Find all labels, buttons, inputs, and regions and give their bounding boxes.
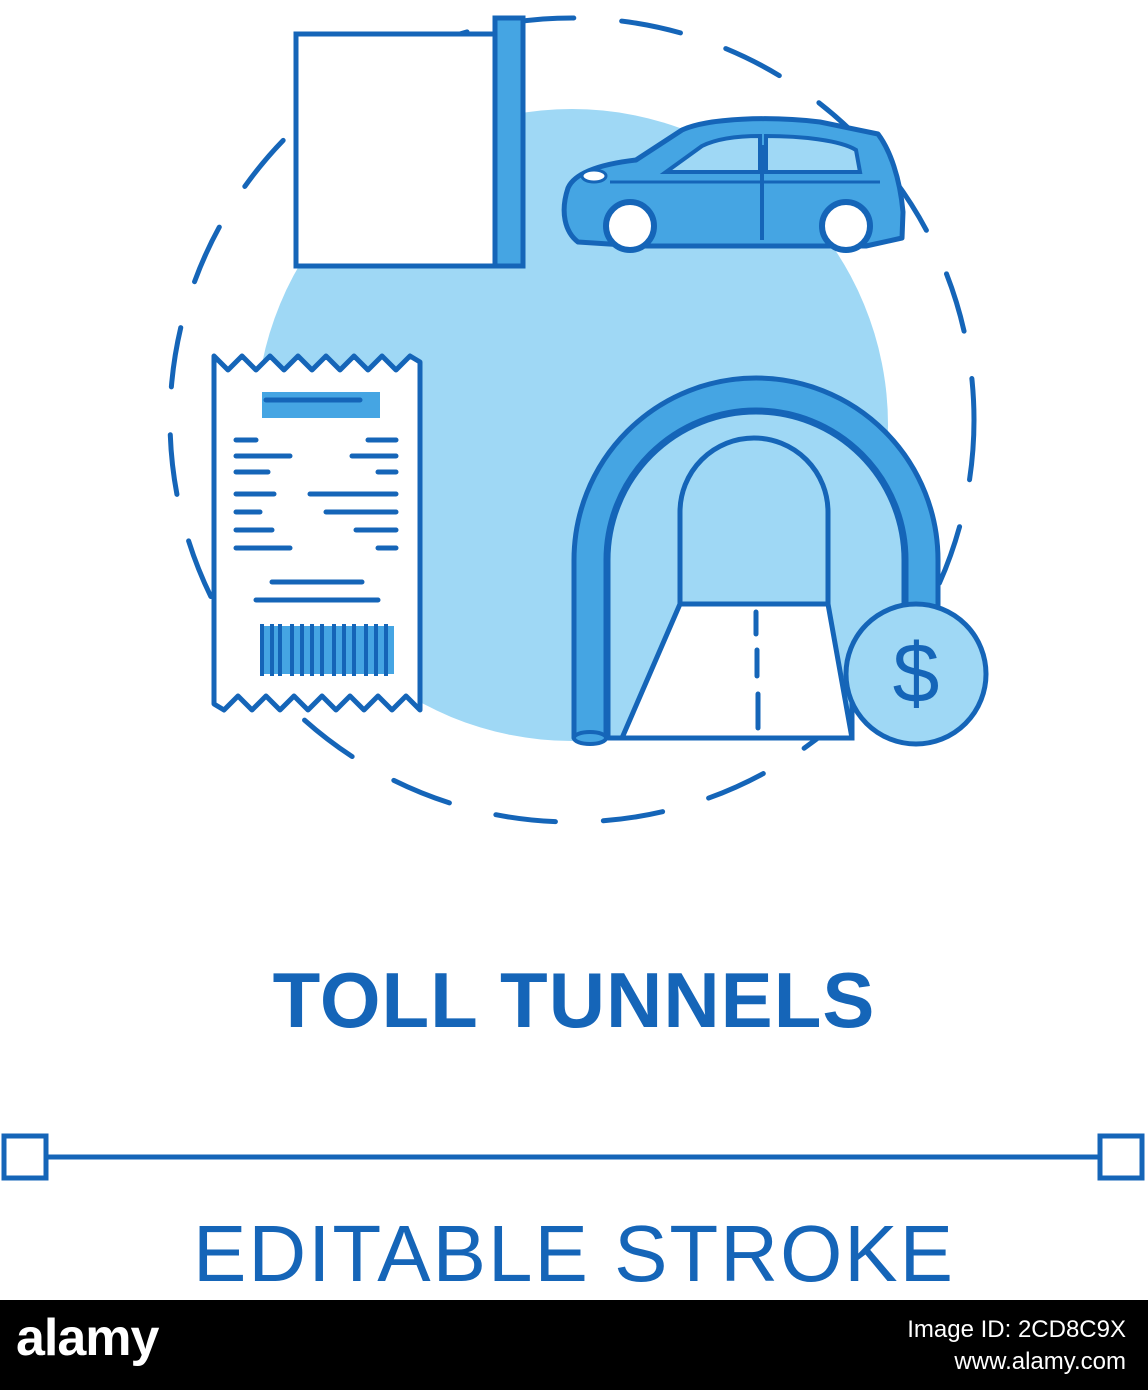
coin-icon [843,601,989,747]
guide-handle-left [1,1133,49,1181]
dashed-ring [167,15,977,825]
watermark-info: Image ID: 2CD8C9X www.alamy.com [907,1314,1126,1378]
watermark-logo: alamy [16,1309,159,1367]
coin-currency-symbol: $ [893,626,940,720]
watermark-bar: alamy Image ID: 2CD8C9X www.alamy.com [0,1300,1148,1390]
editable-stroke-label: EDITABLE STROKE [192,1209,956,1298]
sign-icon [293,15,526,269]
car-icon [561,116,906,253]
watermark-image-id: Image ID: 2CD8C9X [907,1316,1126,1343]
editable-stroke-guide [1,1133,1145,1181]
guide-handle-right [1097,1133,1145,1181]
watermark-site: www.alamy.com [954,1348,1126,1375]
tunnel-icon [571,375,941,746]
receipt-icon [211,353,423,713]
concept-title: TOLL TUNNELS [272,956,876,1044]
